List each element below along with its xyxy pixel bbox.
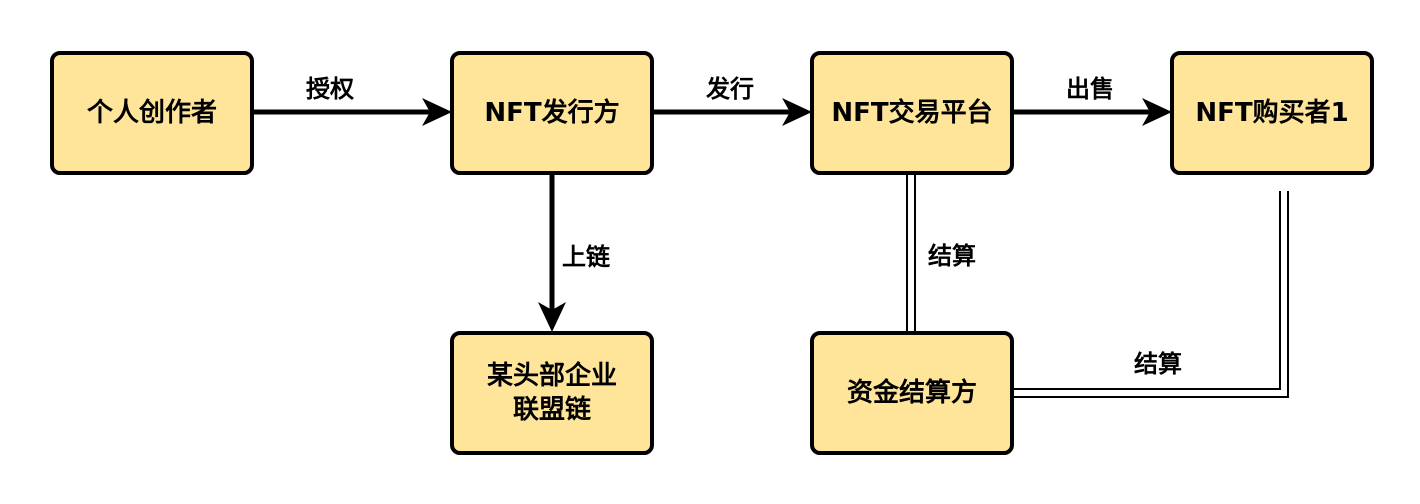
arrowhead-onchain <box>538 302 566 332</box>
double-line-inner <box>1012 191 1289 398</box>
arrowhead-authorize <box>422 98 452 126</box>
label-issue: 发行 <box>705 75 754 103</box>
node-issuer-label: NFT发行方 <box>484 97 619 128</box>
arrowhead-sell <box>1142 98 1172 126</box>
arrowhead-issue <box>782 98 812 126</box>
edge-authorize: 授权 <box>252 75 452 126</box>
node-issuer: NFT发行方 <box>450 51 654 175</box>
node-settlement: 资金结算方 <box>810 331 1014 455</box>
node-settlement-label: 资金结算方 <box>847 377 977 408</box>
edge-settle-platform: 结算 <box>906 173 976 333</box>
label-sell: 出售 <box>1066 75 1114 103</box>
node-creator-label: 个人创作者 <box>87 98 217 128</box>
label-onchain: 上链 <box>562 243 611 271</box>
edge-sell: 出售 <box>1012 75 1172 126</box>
edge-settle-buyer: 结算 <box>1012 191 1289 398</box>
node-platform-label: NFT交易平台 <box>831 97 992 128</box>
edge-onchain: 上链 <box>538 173 611 332</box>
label-authorize: 授权 <box>306 75 354 103</box>
label-settle-buyer: 结算 <box>1134 350 1182 378</box>
double-line-outer <box>1012 191 1281 390</box>
node-chain-label-line1: 某头部企业 <box>487 360 617 391</box>
label-settle-platform: 结算 <box>928 242 976 270</box>
node-platform: NFT交易平台 <box>810 51 1014 175</box>
node-buyer-label: NFT购买者1 <box>1195 98 1348 128</box>
edge-issue: 发行 <box>652 75 812 126</box>
node-creator: 个人创作者 <box>50 51 254 175</box>
node-chain: 某头部企业 联盟链 <box>450 331 654 455</box>
node-chain-label-line2: 联盟链 <box>513 394 591 425</box>
node-buyer: NFT购买者1 <box>1170 51 1374 175</box>
